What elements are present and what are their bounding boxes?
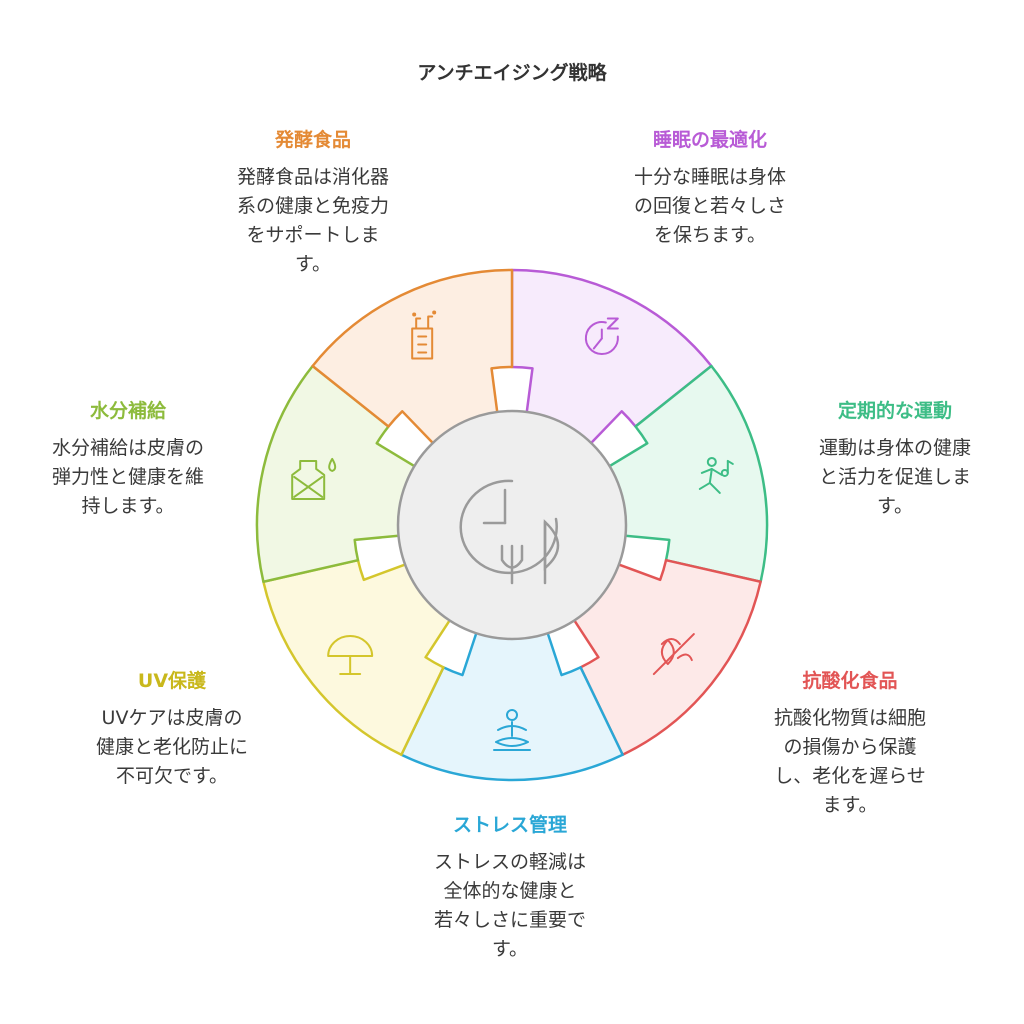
sleep-description: 十分な睡眠は身体 の回復と若々しさ を保ちます。 — [633, 166, 786, 246]
segment-exercise — [604, 364, 769, 583]
uv-block: UV保護 UVケアは皮膚の 健康と老化防止に 不可欠です。 — [62, 668, 282, 791]
diet-utensils-icon — [459, 479, 560, 585]
water-bottle-icon — [291, 457, 337, 500]
segment-hydration — [255, 364, 420, 583]
center-hub — [396, 409, 628, 641]
exercise-block: 定期的な運動 運動は身体の健康 と活力を促進しま す。 — [785, 398, 1005, 521]
umbrella-icon — [327, 635, 374, 676]
stress-heading: ストレス管理 — [452, 814, 567, 836]
meditation-icon — [493, 709, 531, 751]
hydration-description: 水分補給は皮膚の 弾力性と健康を維 持します。 — [51, 437, 204, 517]
sleep-heading: 睡眠の最適化 — [652, 129, 767, 151]
fermented-heading: 発酵食品 — [274, 129, 351, 151]
fermented-description: 発酵食品は消化器 系の健康と免疫力 をサポートしま す。 — [236, 166, 389, 275]
uv-description: UVケアは皮膚の 健康と老化防止に 不可欠です。 — [95, 707, 248, 787]
fermented-block: 発酵食品 発酵食品は消化器 系の健康と免疫力 をサポートしま す。 — [203, 127, 423, 279]
exercise-heading: 定期的な運動 — [837, 400, 952, 422]
exercise-description: 運動は身体の健康 と活力を促進しま す。 — [818, 437, 971, 517]
segment-uv — [262, 558, 454, 756]
running-person-icon — [698, 456, 734, 494]
antioxidant-description: 抗酸化物質は細胞 の損傷から保護 し、老化を遅らせ ます。 — [773, 707, 926, 816]
antioxidant-block: 抗酸化食品 抗酸化物質は細胞 の損傷から保護 し、老化を遅らせ ます。 — [740, 668, 960, 820]
hydration-block: 水分補給 水分補給は皮膚の 弾力性と健康を維 持します。 — [18, 398, 238, 521]
antioxidant-heading: 抗酸化食品 — [802, 670, 898, 692]
stress-description: ストレスの軽減は 全体的な健康と 若々しさに重要で す。 — [433, 851, 586, 960]
segment-stress — [400, 628, 624, 782]
segment-sleep — [510, 268, 713, 448]
no-grain-icon — [652, 633, 695, 676]
segment-antioxidant — [570, 558, 762, 756]
sleep-block: 睡眠の最適化 十分な睡眠は身体 の回復と若々しさ を保ちます。 — [600, 127, 820, 250]
diagram-title: アンチエイジング戦略 — [417, 62, 607, 84]
uv-heading: UV保護 — [137, 670, 207, 692]
stress-block: ストレス管理 ストレスの軽減は 全体的な健康と 若々しさに重要で す。 — [400, 812, 620, 964]
sleep-clock-icon — [584, 317, 619, 355]
hydration-heading: 水分補給 — [89, 400, 166, 422]
fermentation-jar-icon — [411, 310, 437, 360]
